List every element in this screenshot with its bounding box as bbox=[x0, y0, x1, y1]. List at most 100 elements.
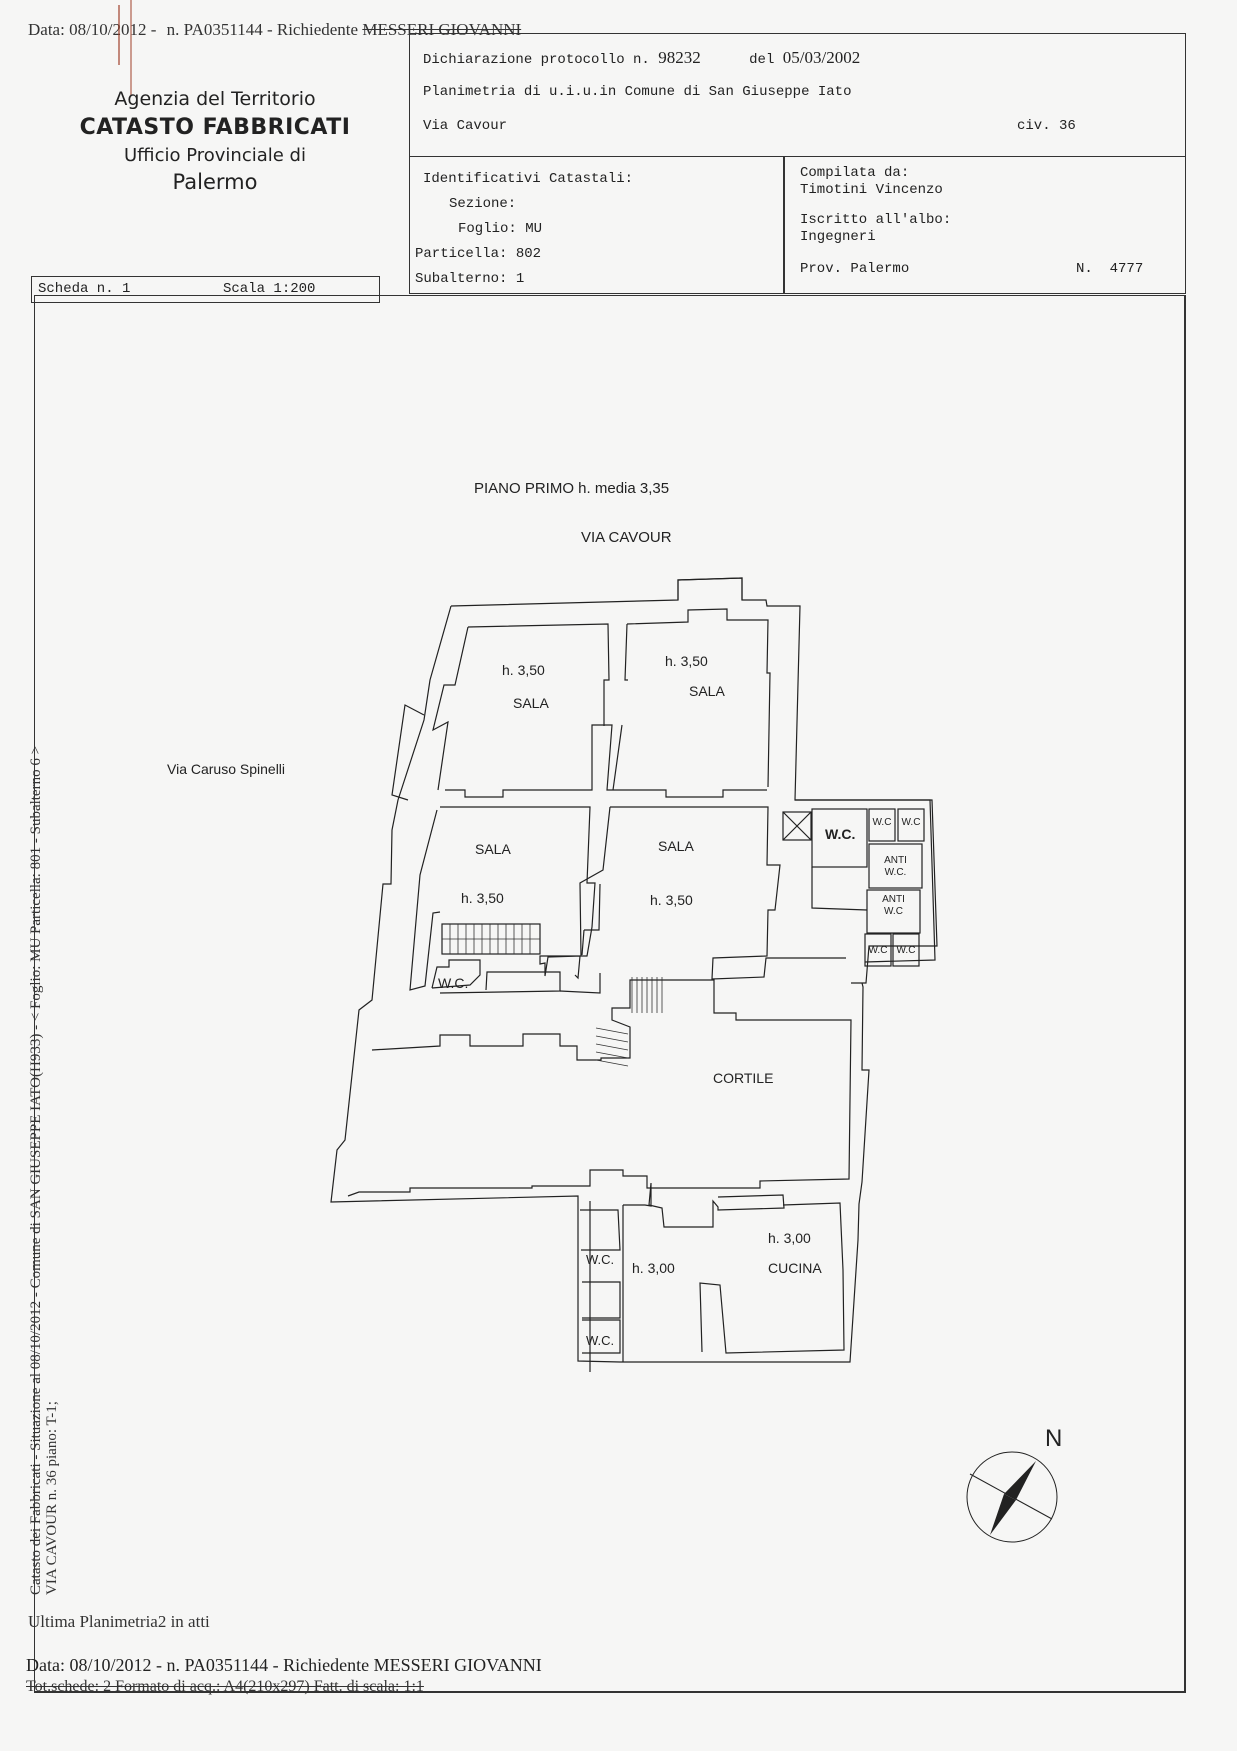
particella-value: 802 bbox=[515, 246, 542, 262]
wc-room bbox=[811, 808, 868, 868]
planimetria-label: Planimetria di u.i.u.in Comune di bbox=[423, 84, 701, 100]
room-wall bbox=[580, 1209, 621, 1251]
stamp-requester-label: Richiedente bbox=[276, 20, 359, 39]
protocol-label: Dichiarazione protocollo n. bbox=[423, 52, 650, 68]
room-wall bbox=[624, 623, 628, 681]
window-bay bbox=[391, 704, 425, 801]
albo-number: N. 4777 bbox=[1076, 261, 1143, 277]
room-name-wc: W.C bbox=[868, 945, 888, 956]
drawing-frame bbox=[34, 295, 1186, 1693]
box-divider bbox=[783, 157, 785, 293]
room-wall bbox=[467, 623, 610, 726]
agency-section: CATASTO FABBRICATI bbox=[79, 115, 351, 140]
room-wall bbox=[409, 809, 441, 991]
footer-totals: Tot.schede: 2 Formato di acq.: A4(210x29… bbox=[26, 1678, 424, 1695]
room-wall bbox=[612, 724, 623, 791]
room-name-wc: W.C bbox=[896, 945, 916, 956]
foglio-row: Foglio: MU bbox=[423, 217, 633, 242]
anti-wc-line1: ANTI bbox=[884, 855, 907, 866]
albo-number-value: 4777 bbox=[1109, 261, 1144, 277]
room-height: h. 3,50 bbox=[650, 892, 693, 908]
room-name: SALA bbox=[658, 838, 694, 854]
courtyard-wall bbox=[347, 979, 852, 1197]
room-wall bbox=[582, 1281, 621, 1319]
agency-block: Agenzia del Territorio CATASTO FABBRICAT… bbox=[60, 88, 370, 194]
civic-value: 36 bbox=[1059, 118, 1076, 134]
protocol-number: 98232 bbox=[658, 48, 701, 67]
window-bay bbox=[677, 577, 743, 600]
civic-label: civ. bbox=[1017, 118, 1051, 134]
side-address-text: VIA CAVOUR n. 36 piano: T-1; bbox=[44, 1401, 60, 1595]
albo-label: Iscritto all'albo: bbox=[800, 212, 952, 228]
room-name-wc: W.C bbox=[872, 817, 892, 828]
albo-value: Ingegneri bbox=[800, 229, 876, 245]
sheet-scale: Scala 1:200 bbox=[223, 281, 315, 297]
room-wall bbox=[699, 1202, 845, 1354]
sezione-label: Sezione: bbox=[449, 196, 517, 212]
room-name-wc: W.C. bbox=[586, 1252, 615, 1267]
room-wall bbox=[811, 867, 868, 911]
anti-wc-line2: W.C. bbox=[884, 867, 907, 878]
wc-room bbox=[897, 808, 925, 842]
anti-wc-line1: ANTI bbox=[882, 894, 905, 905]
subalterno-row: Subalterno: 1 bbox=[415, 267, 633, 292]
room-wall bbox=[440, 806, 596, 980]
sheet-number-value: 1 bbox=[122, 281, 131, 297]
room-wall bbox=[579, 806, 611, 957]
room-wall bbox=[795, 799, 936, 963]
prov-row: Prov. Palermo bbox=[800, 261, 909, 277]
footer-note: Ultima Planimetria2 in atti bbox=[28, 1612, 210, 1631]
subalterno-value: 1 bbox=[515, 271, 525, 287]
cadastral-ids: Identificativi Catastali: Sezione: Fogli… bbox=[415, 167, 634, 292]
subalterno-label: Subalterno: bbox=[415, 271, 508, 287]
shaft bbox=[782, 811, 812, 841]
room-wall bbox=[432, 626, 469, 791]
room-wall bbox=[439, 971, 561, 994]
civic-number: civ. 36 bbox=[1017, 118, 1076, 134]
wc-room bbox=[868, 808, 896, 842]
room-wall bbox=[559, 973, 601, 994]
room-wall bbox=[623, 1182, 785, 1228]
sheet-scale-value: 1:200 bbox=[273, 281, 316, 297]
foglio-value: MU bbox=[525, 221, 543, 237]
sheet-number: Scheda n. 1 bbox=[38, 281, 130, 297]
room-name: SALA bbox=[513, 695, 549, 711]
room-wall bbox=[610, 806, 846, 980]
particella-row: Particella: 802 bbox=[415, 242, 633, 267]
sezione-row: Sezione: bbox=[423, 192, 633, 217]
ids-title: Identificativi Catastali: bbox=[423, 171, 634, 187]
room-height: h. 3,00 bbox=[768, 1230, 811, 1246]
room-wall bbox=[431, 959, 481, 989]
outer-wall bbox=[330, 577, 938, 1363]
anti-wc-line2: W.C bbox=[884, 906, 903, 917]
protocol-date-label: del bbox=[749, 52, 775, 68]
street-label-west: Via Caruso Spinelli bbox=[167, 761, 286, 777]
room-wall bbox=[445, 724, 767, 798]
room-name: W.C. bbox=[438, 975, 469, 991]
compiler-label: Compilata da: bbox=[800, 165, 910, 181]
wc-room bbox=[892, 933, 920, 967]
room-name: CORTILE bbox=[713, 1070, 774, 1086]
protocol-date: 05/03/2002 bbox=[782, 48, 861, 67]
compiler-block: Compilata da: Timotini Vincenzo Iscritto… bbox=[800, 165, 951, 246]
room-name-wc: W.C. bbox=[586, 1333, 615, 1348]
sheet-scale-label: Scala bbox=[223, 281, 266, 297]
footer-stamp: Data: 08/10/2012 - n. PA0351144 - Richie… bbox=[26, 1655, 542, 1675]
agency-office: Ufficio Provinciale di bbox=[124, 145, 306, 166]
room-height: h. 3,50 bbox=[461, 890, 504, 906]
sheet-box: Scheda n. 1 Scala 1:200 bbox=[31, 276, 380, 303]
anti-wc-room bbox=[868, 843, 923, 889]
room-wall bbox=[584, 883, 601, 931]
planimetria-row: Planimetria di u.i.u.in Comune di San Gi… bbox=[423, 84, 851, 100]
identifiers-box: Identificativi Catastali: Sezione: Fogli… bbox=[409, 156, 1186, 294]
pen-mark bbox=[130, 0, 132, 95]
room-height: h. 3,50 bbox=[502, 662, 545, 678]
sheet-number-label: Scheda n. bbox=[38, 281, 114, 297]
room-name-wc: W.C bbox=[901, 817, 921, 828]
room-name: SALA bbox=[689, 683, 725, 699]
wc-room bbox=[864, 933, 892, 967]
compass-north-label: N bbox=[1045, 1425, 1063, 1452]
